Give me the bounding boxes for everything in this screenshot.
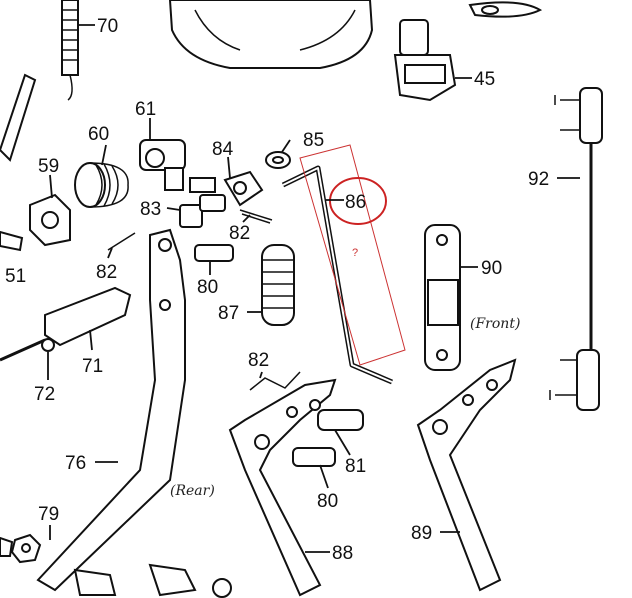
label-72: 72 — [34, 384, 55, 405]
banjo-bolt-45 — [393, 19, 457, 102]
front-note: (Front) — [470, 316, 520, 332]
label-82-left: 82 — [96, 262, 117, 283]
pin-81 — [317, 409, 364, 431]
label-81: 81 — [345, 456, 366, 477]
front-rod-92 — [549, 87, 603, 411]
red-annotation: ? — [299, 144, 406, 366]
label-87: 87 — [218, 303, 239, 324]
label-84: 84 — [212, 139, 234, 160]
label-79: 79 — [38, 504, 59, 525]
label-92: 92 — [528, 169, 549, 190]
label-88: 88 — [332, 543, 353, 564]
nut-79 — [0, 533, 42, 564]
housing — [168, 0, 374, 69]
washer-top-right — [468, 1, 543, 18]
label-60: 60 — [88, 124, 109, 145]
label-86: 86 — [345, 192, 366, 213]
label-83: 83 — [140, 199, 161, 220]
pin-80-upper — [194, 244, 234, 262]
question-note: ? — [352, 247, 358, 259]
label-90: 90 — [481, 258, 502, 279]
rod-86 — [281, 165, 393, 385]
split-pins — [107, 209, 301, 391]
pin-51 — [0, 230, 24, 252]
label-51: 51 — [5, 266, 26, 287]
lever-left-edge — [0, 73, 37, 162]
pedal-89 — [416, 358, 517, 592]
leader-lines — [47, 24, 580, 553]
label-80-upper: 80 — [197, 277, 218, 298]
spring-rod-70 — [61, 0, 79, 101]
label-71: 71 — [82, 356, 103, 377]
label-85: 85 — [303, 130, 324, 151]
washer-85 — [265, 151, 291, 169]
part-labels: 70 45 61 60 59 84 85 86 83 82 82 51 80 8… — [5, 16, 549, 564]
spring-coil-60 — [74, 162, 129, 208]
bottom-fasteners — [73, 563, 232, 598]
bolt-83 — [179, 194, 226, 228]
label-82-upper: 82 — [229, 223, 250, 244]
label-89: 89 — [411, 523, 432, 544]
clamp-59 — [29, 193, 71, 247]
label-61: 61 — [135, 99, 156, 120]
label-70: 70 — [97, 16, 118, 37]
lever-71 — [0, 286, 132, 362]
label-76: 76 — [65, 453, 86, 474]
fitting-61 — [139, 139, 186, 191]
label-45: 45 — [474, 69, 495, 90]
pedal-arm-76 — [36, 228, 186, 592]
label-59: 59 — [38, 156, 59, 177]
label-80-lower: 80 — [317, 491, 338, 512]
pedal-88 — [228, 378, 337, 597]
label-82-lower: 82 — [248, 350, 269, 371]
clevis-84 — [189, 170, 264, 207]
pin-80-lower — [292, 447, 336, 467]
rear-note: (Rear) — [170, 483, 215, 499]
bracket-90 — [424, 224, 461, 371]
spring-87 — [261, 244, 295, 326]
